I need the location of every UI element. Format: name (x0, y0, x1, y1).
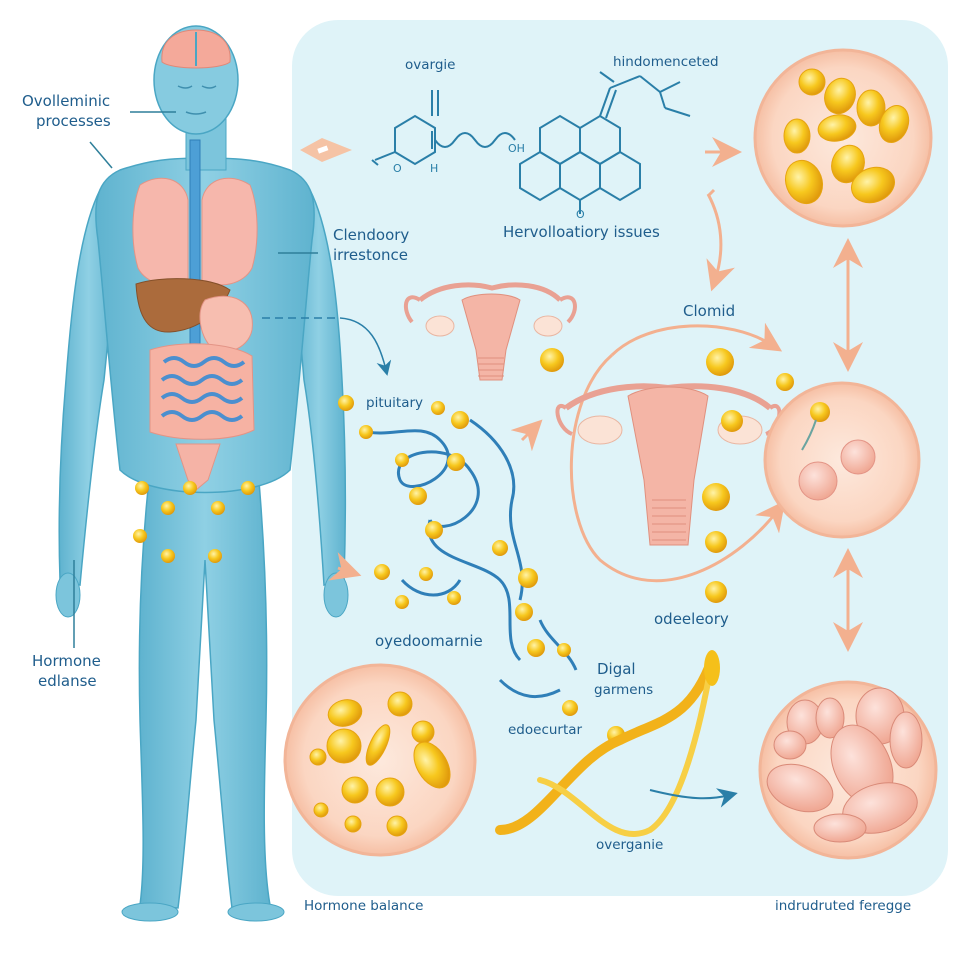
label-ovolleminic: Ovolleminic (22, 92, 111, 110)
label-pituitary: pituitary (366, 395, 424, 411)
label-hormone-left: Hormone (32, 652, 101, 670)
label-odeeleory: odeeleory (654, 610, 729, 628)
label-hervolloatiory-issues: Hervolloatiory issues (503, 223, 660, 241)
label-hindomenceted: hindomenceted (613, 54, 719, 70)
label-oyedoomarnie: oyedoomarnie (375, 632, 483, 650)
label-hormone-balance: Hormone balance (304, 898, 424, 914)
cell-hormones (283, 663, 477, 857)
dna-helix (495, 650, 738, 838)
cell-follicles (753, 48, 933, 228)
label-edoecurtar: edoecurtar (508, 722, 583, 738)
uterus-large (555, 348, 794, 603)
label-clomid: Clomid (683, 302, 736, 320)
flow-arrows (328, 137, 863, 652)
atom-label-o: O (393, 162, 402, 175)
label-ovargie: ovargie (405, 57, 456, 73)
label-clendoory: Clendoory (333, 226, 410, 244)
uterus-small (403, 282, 577, 381)
label-edlanse: edlanse (38, 672, 97, 690)
atom-label-h: H (430, 162, 438, 175)
atom-label-o2: O (576, 208, 585, 221)
label-overganie: overganie (596, 837, 664, 853)
human-body (55, 25, 349, 922)
cell-cluster (758, 680, 938, 860)
leader-lines (73, 111, 392, 648)
label-irrestonce: irrestonce (333, 246, 408, 264)
label-digal: Digal (597, 660, 636, 678)
hormone-spheres (338, 395, 625, 744)
label-indrudruted-feregge: indrudruted feregge (775, 898, 912, 914)
label-garmens: garmens (594, 682, 654, 698)
hormone-pathway (359, 418, 578, 699)
atom-label-oh: OH (508, 142, 525, 155)
cell-egg (763, 381, 921, 539)
label-processes: processes (36, 112, 111, 130)
molecule-structure (371, 71, 691, 214)
